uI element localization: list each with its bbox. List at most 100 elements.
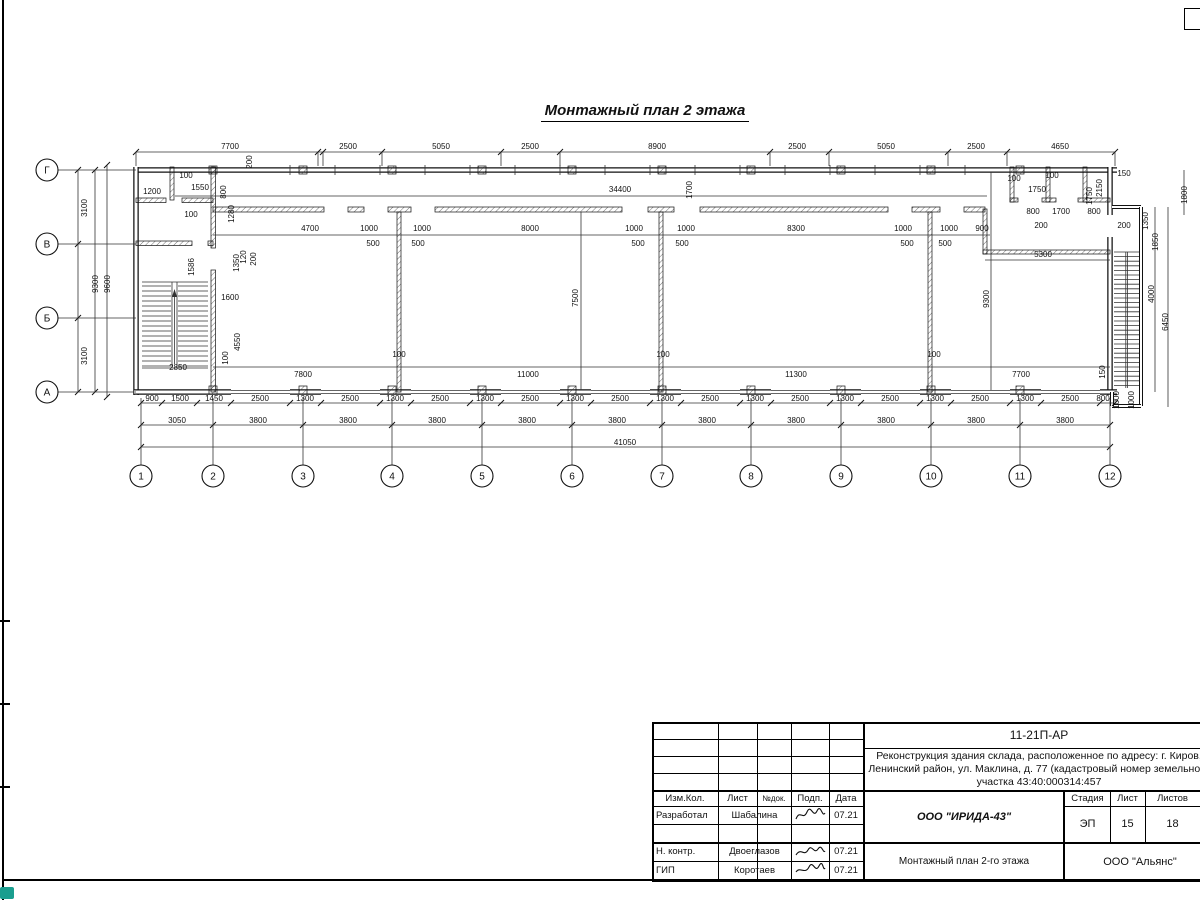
dimension-text: 1800 [1180,186,1189,204]
dimension-text: 1300 [1016,394,1034,403]
dimension-text: 9300 [982,290,991,308]
dimension-text: 150 [1098,365,1107,379]
dimension-text: 1000 [1127,391,1136,409]
dimension-text: 1300 [926,394,944,403]
dimension-text: 1300 [746,394,764,403]
dimension-text: 2500 [521,142,539,151]
dimension-text: 1300 [656,394,674,403]
dimension-text: 2500 [971,394,989,403]
dimension-text: 500 [411,239,425,248]
col-sign: Подп. [797,793,823,804]
axis-bubble [201,464,225,488]
org-name: ООО "Альянс" [1103,855,1177,868]
dimension-text: 5050 [877,142,895,151]
dimension-text: 900 [145,394,159,403]
dimension-text: 1000 [360,224,378,233]
row-developer-name: Шабалина [731,809,778,821]
dimension-text: 1750 [1028,185,1046,194]
dimension-text: 900 [975,224,989,233]
dimension-text: 2500 [611,394,629,403]
dimension-text: 1850 [1151,233,1160,251]
dimension-text: 2150 [1095,179,1104,197]
dimension-text: 200 [245,155,254,169]
sheet-value: 15 [1121,818,1134,830]
dimension-text: 100 [179,171,193,180]
dimension-text: 7500 [571,289,580,307]
dimension-text: 5300 [1034,250,1052,259]
watermark-icon [0,887,14,899]
dimension-text: 3800 [249,416,267,425]
dimension-text: 2500 [967,142,985,151]
row-gip-date: 07.21 [834,865,858,876]
axis-bubble [35,306,59,330]
dimension-text: 2500 [788,142,806,151]
dimension-text: 7700 [1012,370,1030,379]
dimension-text: 2850 [169,363,187,372]
axis-label: 7 [659,472,665,483]
axis-label: 12 [1104,472,1116,483]
col-izm: Изм.Кол. [665,793,705,804]
signature-developer [795,808,826,820]
dimension-text: 3800 [1056,416,1074,425]
row-gip-role: ГИП [656,865,675,876]
dimension-text: 2500 [431,394,449,403]
dimension-text: 9300 [91,275,100,293]
dimension-text: 2500 [1061,394,1079,403]
dimension-text: 41050 [614,438,637,447]
dimension-text: 1000 [894,224,912,233]
dimension-text: 1600 [221,293,239,302]
stairs-layer [142,251,1139,388]
dimension-text: 2500 [791,394,809,403]
signature-gip [795,863,826,873]
dimension-text: 1700 [1052,207,1070,216]
axis-label: Г [44,166,50,177]
dimension-text: 2500 [701,394,719,403]
axis-bubble [739,464,763,488]
dimension-text: 800 [1096,394,1110,403]
axis-bubble [829,464,853,488]
dimension-text: 500 [675,239,689,248]
dimension-text: 1450 [205,394,223,403]
axis-bubble [1098,464,1122,488]
dimension-text: 1280 [227,205,236,223]
axis-label: 8 [748,472,754,483]
dimension-text: 1350 [1141,212,1150,230]
dimension-text: 800 [1087,207,1101,216]
dimension-text: 2500 [251,394,269,403]
dimension-text: 100 [392,350,406,359]
dimension-text: 1200 [143,187,161,196]
dimension-text: 5050 [432,142,450,151]
dimension-text: 3800 [428,416,446,425]
col-doc: №док. [762,794,786,803]
dimension-text: 100 [927,350,941,359]
dimension-text: 500 [938,239,952,248]
row-ncontrol-name: Двоеглазов [729,846,780,857]
axis-bubble [1008,464,1032,488]
dimension-text: 100 [1045,171,1059,180]
dimension-text: 3100 [80,347,89,365]
dimension-text: 7800 [294,370,312,379]
dimension-text: 1550 [191,183,209,192]
dimension-text: 3800 [698,416,716,425]
signature-ncontrol [795,846,826,856]
dimension-text: 1500 [171,394,189,403]
dimension-text: 1300 [836,394,854,403]
sheets-value: 18 [1166,818,1179,830]
dimension-text: 3800 [339,416,357,425]
dimension-lines-layer [74,148,1185,451]
dimension-text: 200 [1117,221,1131,230]
dimension-text: 4550 [233,333,242,351]
dimension-text: 2500 [881,394,899,403]
dimension-text: 9600 [103,275,112,293]
project-description: Реконструкция здания склада, расположенн… [868,749,1200,788]
dimension-text: 1350 [232,254,241,272]
dimension-text: 500 [900,239,914,248]
dimension-text: 100 [184,210,198,219]
frame-mark-2 [0,703,10,705]
axis-label: Б [44,314,51,325]
dimension-text: 2500 [339,142,357,151]
dimension-text: 3800 [967,416,985,425]
dimension-text: 200 [1034,221,1048,230]
plan-title: Монтажный план 2 этажа [505,102,785,122]
